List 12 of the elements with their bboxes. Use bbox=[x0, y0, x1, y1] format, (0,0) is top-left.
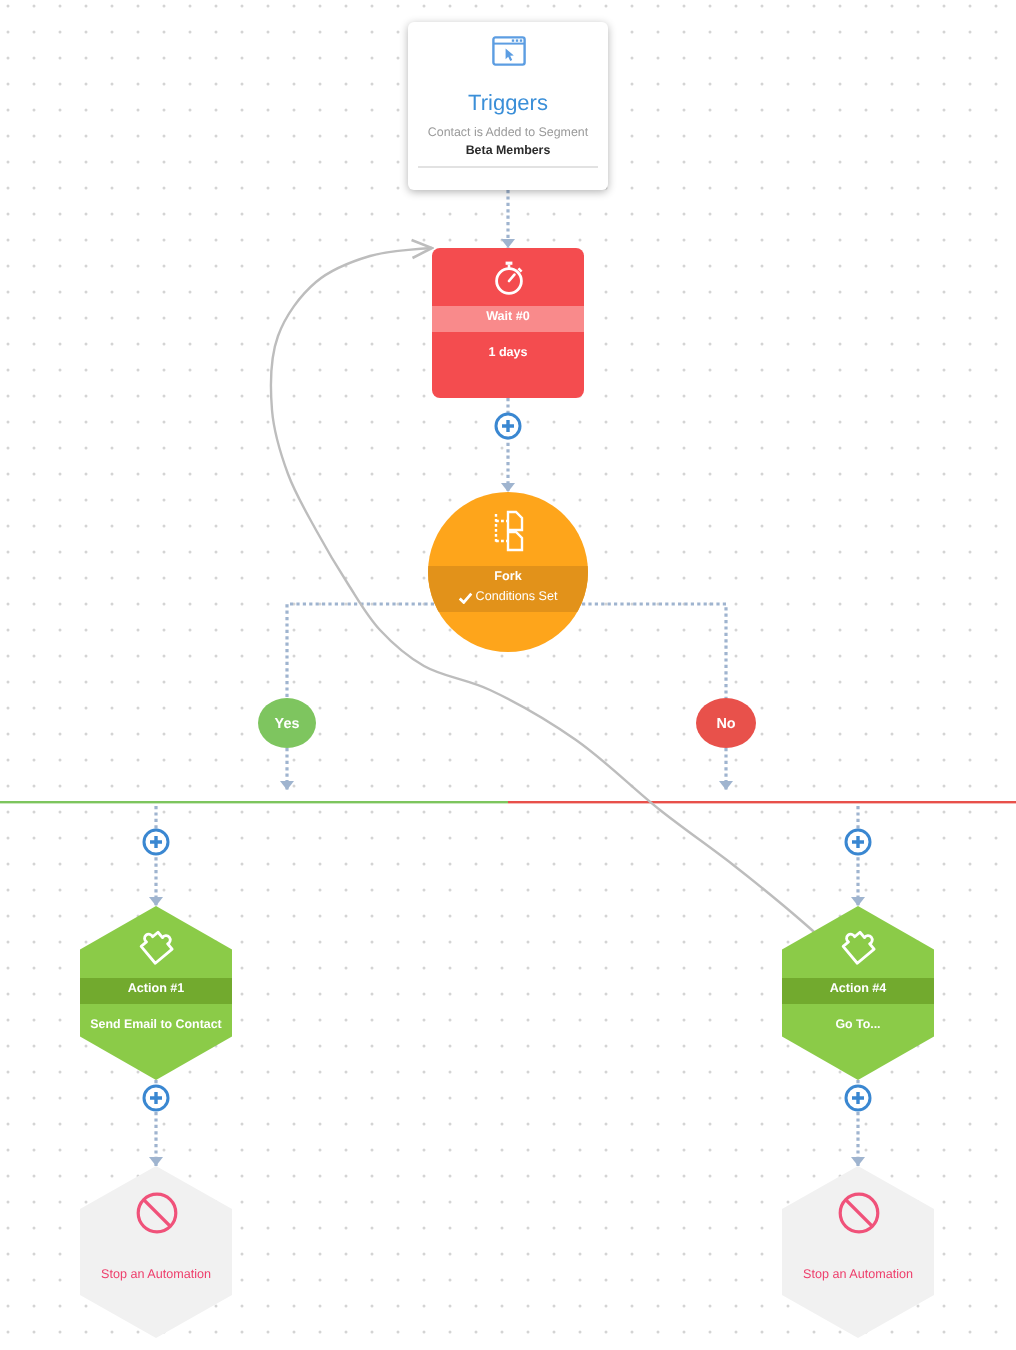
dotted-arrow bbox=[719, 748, 733, 790]
wait-step-card bbox=[432, 248, 584, 398]
dotted-arrow bbox=[280, 748, 294, 790]
dotted-arrow bbox=[501, 190, 515, 248]
dotted-connector-line bbox=[285, 602, 434, 698]
trigger-card bbox=[408, 22, 608, 190]
dotted-arrow bbox=[501, 398, 515, 492]
curved-arrow bbox=[269, 238, 815, 933]
dotted-connector-line bbox=[582, 602, 728, 698]
dotted-arrow bbox=[149, 1080, 163, 1166]
trigger-title: Triggers bbox=[468, 89, 548, 119]
dotted-arrow bbox=[851, 1080, 865, 1166]
